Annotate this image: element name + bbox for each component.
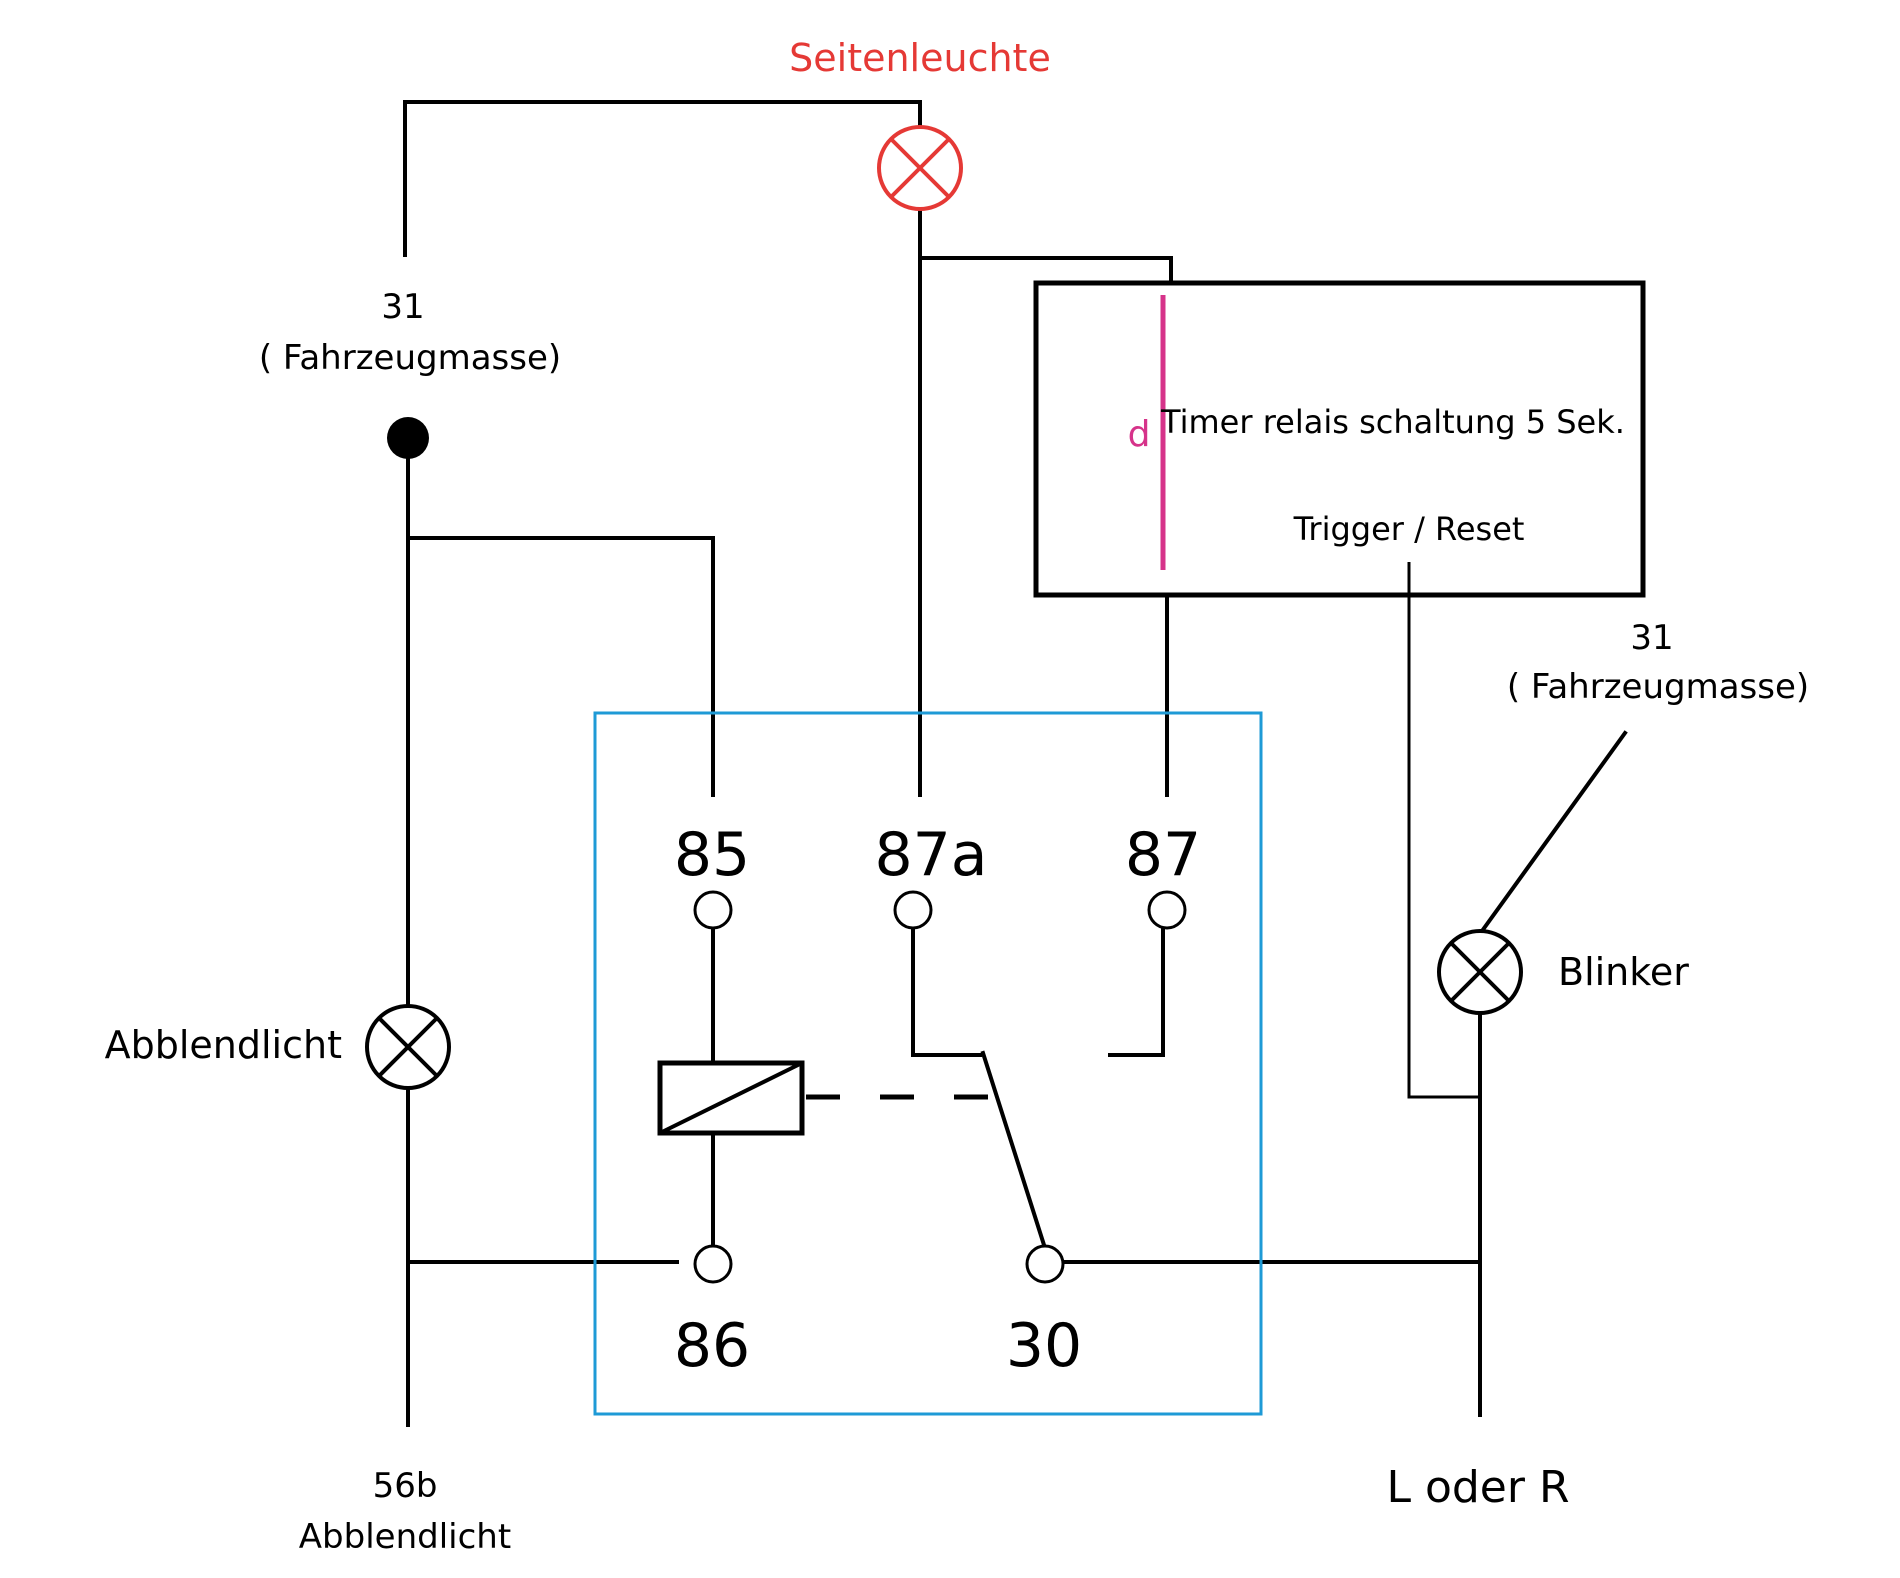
ground-left-name: ( Fahrzeugmasse) [259,338,561,378]
terminal-85 [693,890,733,930]
wires [403,100,1628,1427]
relay-coil-icon [657,1060,805,1136]
timer-relay-box [1033,280,1646,598]
terminal-56b-name: Abblendlicht [299,1517,511,1557]
timer-delay-label: d [1128,414,1151,455]
low-beam-lamp-label: Abblendlicht [105,1023,342,1067]
terminal-56b-number: 56b [373,1466,438,1506]
contact-87 [1108,927,1165,1057]
wire-ground-to-85 [406,536,715,797]
wire-trigger-to-blinker [1407,562,1480,1099]
ground-right-name: ( Fahrzeugmasse) [1507,667,1809,707]
lamp-cross-icon [365,1004,451,1090]
pin-30-label: 30 [1006,1311,1082,1381]
pin-85-label: 85 [674,820,750,890]
timer-trigger-label: Trigger / Reset [1293,510,1525,548]
pin-87-label: 87 [1125,820,1201,890]
ground-left-number: 31 [381,287,424,327]
wire-blinker-to-ground [1479,730,1628,934]
l-or-r-label: L oder R [1386,1462,1569,1513]
side-light-label: Seitenleuchte [789,36,1051,80]
lamp-cross-icon [1437,929,1523,1015]
blinker-lamp-label: Blinker [1558,950,1689,994]
junction-dot-icon [387,417,429,459]
terminal-87 [1147,890,1187,930]
pin-86-label: 86 [674,1311,750,1381]
relay [593,711,1263,1416]
terminal-87a [893,890,933,930]
ground-right-number: 31 [1630,618,1673,658]
pin-87a-label: 87a [874,820,987,890]
lamp-cross-icon [877,125,963,211]
switch-arm [980,1050,1047,1248]
terminal-86 [693,1244,733,1284]
wire-sidelight-to-timer [918,256,1173,285]
relay-box [593,711,1263,1416]
contact-87a [911,927,982,1057]
wire-ground-to-sidelight [403,100,922,257]
terminal-30 [1025,1244,1065,1284]
timer-title: Timer relais schaltung 5 Sek. [1160,403,1625,441]
